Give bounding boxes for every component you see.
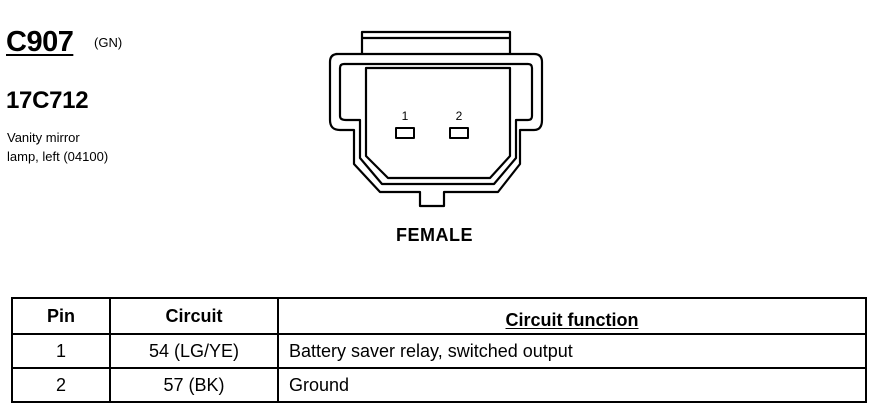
pin-label-2: 2 xyxy=(456,109,463,123)
header-circuit-function-label: Circuit function xyxy=(505,310,639,330)
connector-latch xyxy=(360,30,512,54)
function-cell: Battery saver relay, switched output xyxy=(277,333,867,369)
table-row: 1 54 (LG/YE) Battery saver relay, switch… xyxy=(11,333,867,369)
header-circuit-function: Circuit function xyxy=(277,297,867,335)
wire-color-code: (GN) xyxy=(94,35,123,50)
connector-face xyxy=(364,66,512,180)
pin-cavity-2 xyxy=(449,127,469,139)
connector-gender-label: FEMALE xyxy=(396,225,473,245)
part-number: 17C712 xyxy=(6,87,89,114)
connector-outer-body xyxy=(328,52,544,208)
pin-cell: 2 xyxy=(11,367,111,403)
function-cell: Ground xyxy=(277,367,867,403)
header-pin: Pin xyxy=(11,297,111,335)
connector-code: C907 xyxy=(6,26,74,58)
pinout-table: Pin Circuit Circuit function 1 54 (LG/YE… xyxy=(11,297,867,403)
circuit-cell: 54 (LG/YE) xyxy=(109,333,279,369)
connector-face-diagram: 1 2 xyxy=(328,30,544,208)
component-description-line-1: Vanity mirror xyxy=(7,130,80,145)
table-header-row: Pin Circuit Circuit function xyxy=(11,297,867,335)
table-row: 2 57 (BK) Ground xyxy=(11,367,867,403)
pin-label-1: 1 xyxy=(402,109,409,123)
header-circuit: Circuit xyxy=(109,297,279,335)
pin-cell: 1 xyxy=(11,333,111,369)
component-description-line-2: lamp, left (04100) xyxy=(7,149,109,164)
pin-cavity-1 xyxy=(395,127,415,139)
circuit-cell: 57 (BK) xyxy=(109,367,279,403)
